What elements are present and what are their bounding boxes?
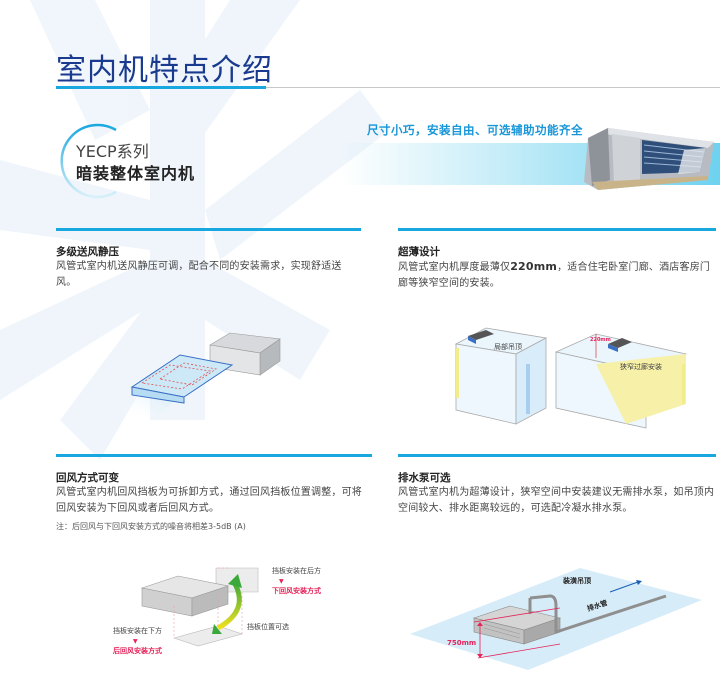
airflow-duct-illustration-icon — [120, 332, 281, 415]
return-air-illustration-icon — [140, 567, 259, 647]
series-name: YECP系列 — [76, 142, 149, 161]
section-static-pressure: 多级送风静压 风管式室内机送风静压可调，配合不同的安装需求，实现舒适送风。 — [56, 228, 361, 291]
label-baffle-optional: 挡板位置可选 — [247, 623, 289, 631]
title-underline — [56, 86, 266, 89]
section-rule — [398, 454, 716, 457]
section-heading: 超薄设计 — [398, 246, 440, 258]
label-bottom-return: 下回风安装方式 — [272, 587, 321, 595]
section-rule — [56, 228, 361, 231]
section-heading: 回风方式可变 — [56, 472, 119, 484]
label-height: 750mm — [447, 639, 477, 647]
section-body: 风管式室内机回风挡板为可拆卸方式，通过回风挡板位置调整，可将回风安装为下回风或者… — [56, 487, 362, 514]
thickness-value: 220mm — [510, 260, 558, 273]
section-body: 风管式室内机厚度最薄仅220mm，适合住宅卧室门廊、酒店客房门廊等狭窄空间的安装… — [398, 259, 716, 292]
section-rule — [56, 454, 372, 457]
section-heading: 多级送风静压 — [56, 246, 119, 258]
label-narrow-corridor: 狭窄过廊安装 — [620, 363, 662, 371]
title-divider — [266, 87, 720, 88]
arrow-down-icon: ▼ — [279, 578, 284, 585]
series-subtitle: 暗装整体室内机 — [76, 164, 196, 183]
label-rear-return: 后回风安装方式 — [113, 647, 162, 655]
section-body: 风管式室内机送风静压可调，配合不同的安装需求，实现舒适送风。 — [56, 261, 342, 288]
body-text: ，适合住宅卧室门廊、酒店客房门廊等狭窄空间的安装。 — [398, 262, 711, 289]
arrow-down-icon: ▼ — [133, 638, 138, 645]
section-return-air: 回风方式可变 风管式室内机回风挡板为可拆卸方式，通过回风挡板位置调整，可将回风安… — [56, 454, 372, 533]
body-text: 风管式室内机厚度最薄仅 — [398, 262, 511, 273]
section-heading: 排水泵可选 — [398, 472, 451, 484]
drain-pump-illustration-icon — [410, 568, 702, 670]
label-thickness: 220mm — [590, 337, 611, 343]
ducted-unit-photo-icon — [584, 128, 714, 190]
label-local-ceiling: 局部吊顶 — [494, 343, 522, 351]
room-install-illustration-icon — [454, 327, 688, 429]
banner-tagline: 尺寸小巧，安装自由、可选辅助功能齐全 — [367, 123, 583, 137]
section-rule — [398, 228, 716, 231]
section-ultra-thin: 超薄设计 风管式室内机厚度最薄仅220mm，适合住宅卧室门廊、酒店客房门廊等狭窄… — [398, 228, 716, 292]
label-rear-baffle: 挡板安装在后方 — [272, 567, 321, 575]
section-body: 风管式室内机为超薄设计，狭窄空间中安装建议无需排水泵，如吊顶内空间较大、排水距离… — [398, 487, 715, 514]
label-ceiling: 装潢吊顶 — [563, 577, 591, 585]
page-title: 室内机特点介绍 — [56, 53, 273, 88]
section-note: 注：后回风与下回风安装方式的噪音将相差3-5dB (A) — [56, 522, 246, 531]
section-drain-pump: 排水泵可选 风管式室内机为超薄设计，狭窄空间中安装建议无需排水泵，如吊顶内空间较… — [398, 454, 716, 517]
label-bottom-baffle: 挡板安装在下方 — [113, 627, 162, 635]
